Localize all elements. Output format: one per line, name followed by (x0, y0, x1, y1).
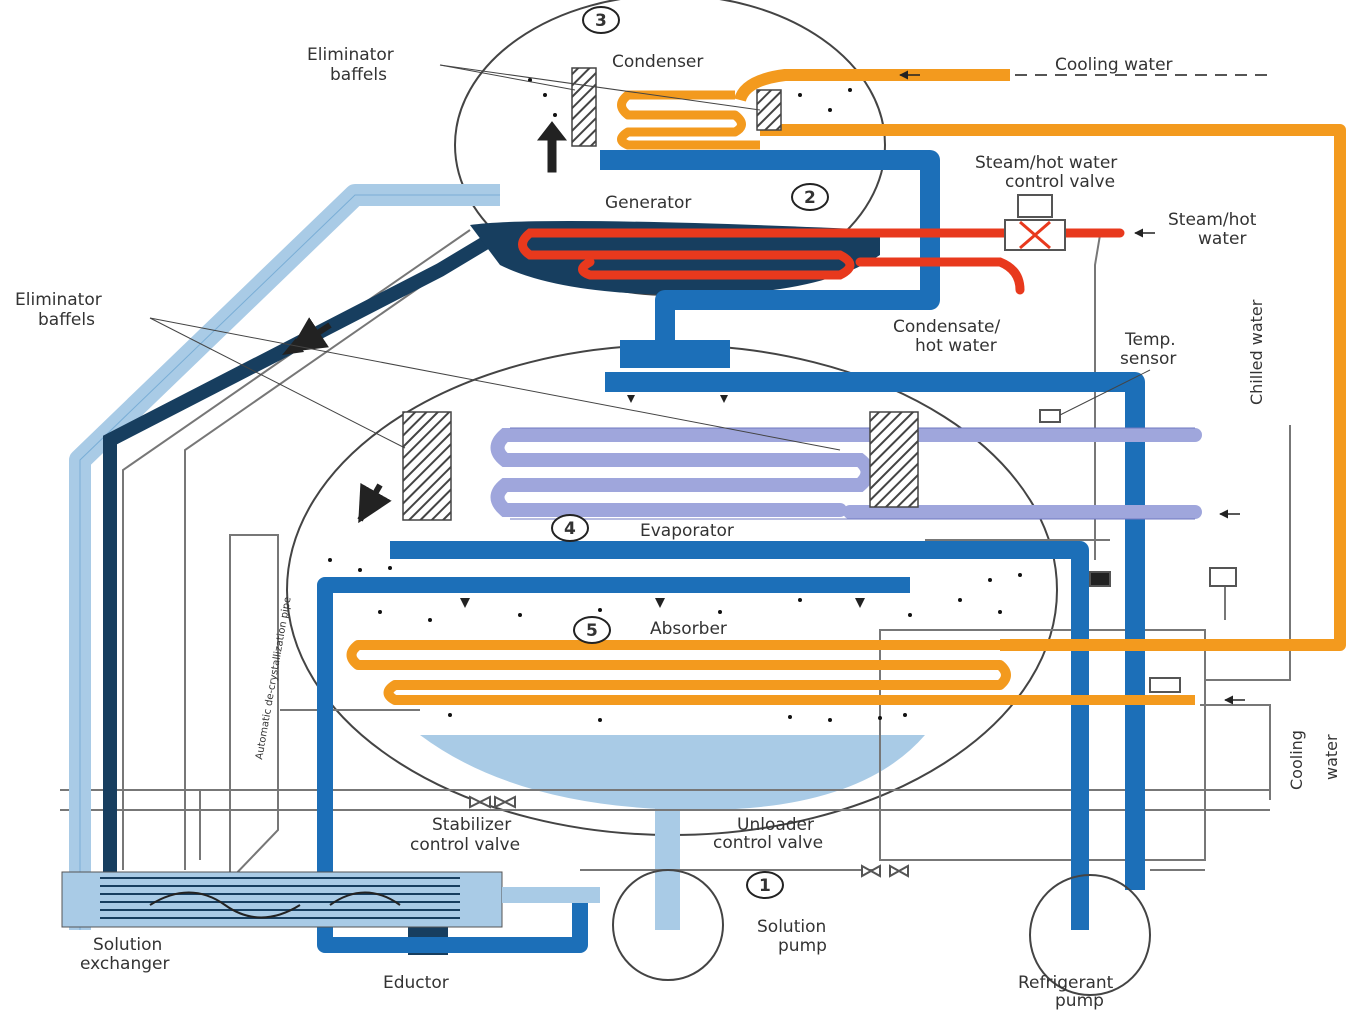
label-chilled-water: Chilled water (1247, 299, 1266, 405)
label-eliminator-left-2: baffels (38, 310, 95, 330)
step-number-3: 3 (595, 11, 607, 31)
label-stabilizer-2: control valve (410, 835, 520, 855)
light-blue-pipe (69, 184, 500, 930)
step-number-2: 2 (804, 188, 816, 208)
label-generator: Generator (605, 193, 691, 213)
label-absorber: Absorber (650, 619, 727, 639)
chilled-water-coil-outline (510, 427, 1195, 520)
label-eliminator-top-1: Eliminator (307, 45, 394, 65)
label-solution-exchanger-1: Solution (93, 935, 162, 955)
label-temp-sensor-1: Temp. (1124, 330, 1176, 350)
label-condensate-2: hot water (915, 336, 997, 356)
label-condenser: Condenser (612, 52, 703, 72)
label-decryst-pipe: Automatic de-crystallization pipe (254, 596, 293, 760)
dark-blue-pipe (317, 150, 1145, 953)
step-number-1: 1 (759, 876, 771, 896)
label-steam-valve-2: control valve (1005, 172, 1115, 192)
chilled-water-coil (490, 428, 1202, 519)
label-solution-pump-1: Solution (757, 917, 826, 937)
label-temp-sensor-2: sensor (1120, 349, 1176, 369)
label-condensate-1: Condensate/ (893, 317, 1000, 337)
step-numbers: 3 2 4 5 1 (551, 6, 829, 899)
flow-arrows (282, 70, 1245, 705)
pumps (612, 869, 1151, 996)
label-evaporator: Evaporator (640, 521, 734, 541)
step-number-4: 4 (564, 519, 576, 539)
steam-coil (518, 228, 1125, 295)
cooling-water-pipe (346, 69, 1346, 705)
label-refrigerant-pump-1: Refrigerant (1018, 973, 1114, 993)
label-solution-exchanger-2: exchanger (80, 954, 169, 974)
label-steam-valve-1: Steam/hot water (975, 153, 1117, 173)
label-steam-hot-1: Steam/hot (1168, 210, 1257, 230)
label-eductor: Eductor (383, 973, 449, 993)
label-unloader-1: Unloader (737, 815, 814, 835)
label-refrigerant-pump-2: pump (1055, 991, 1104, 1011)
label-eliminator-left-1: Eliminator (15, 290, 102, 310)
label-solution-pump-2: pump (778, 936, 827, 956)
solution-exchanger (61, 871, 600, 928)
steam-control-valve (1004, 194, 1066, 251)
droplets (328, 78, 1022, 722)
label-cooling-water-right-2: water (1322, 734, 1341, 780)
label-unloader-2: control valve (713, 833, 823, 853)
label-cooling-water-top: Cooling water (1055, 55, 1173, 75)
step-number-5: 5 (586, 621, 598, 641)
small-valves (469, 409, 1237, 878)
label-cooling-water-right-1: Cooling (1287, 730, 1306, 790)
label-steam-hot-2: water (1198, 229, 1246, 249)
label-eliminator-top-2: baffels (330, 65, 387, 85)
label-stabilizer-1: Stabilizer (432, 815, 511, 835)
spray-nozzles (460, 395, 865, 608)
eliminator-baffles (402, 67, 919, 521)
